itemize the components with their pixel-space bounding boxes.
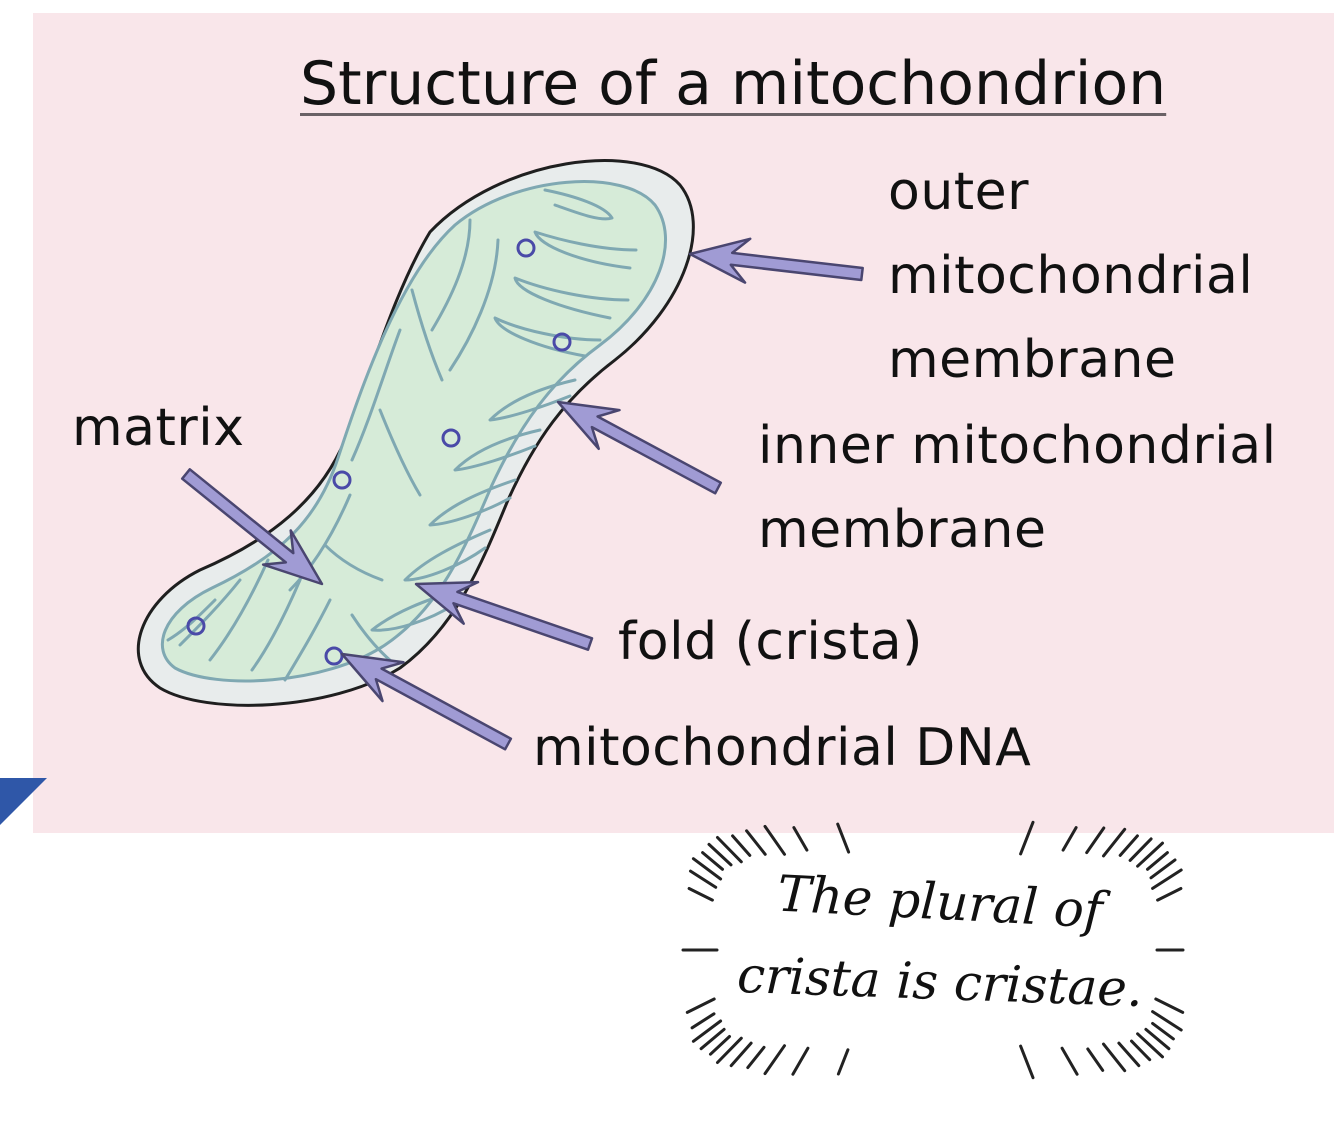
label-outer-membrane-line: membrane [888,330,1177,390]
note-border-tick [747,831,766,855]
arrow-inner-membrane [558,402,721,493]
note-border-tick [1021,822,1033,854]
note-border-tick [1021,1046,1033,1078]
note-border-tick [1158,889,1181,901]
note-border-tick [1063,828,1076,851]
label-outer-membrane-line: mitochondrial [888,246,1253,306]
diagram-title: Structure of a mitochondrion [300,48,1166,120]
note-border-tick [1088,1049,1103,1070]
note-border-tick [687,999,714,1012]
arrow-dna [342,654,511,749]
label-matrix: matrix [72,392,245,464]
label-fold-crista: fold (crista) [618,606,923,678]
note-border-tick [765,1046,785,1074]
note-border-tick [1120,836,1137,856]
note-border-tick [748,1047,764,1067]
label-mitochondrial-dna: mitochondrial DNA [533,712,1031,784]
note-border-tick [1087,828,1104,853]
note-border-tick [793,1048,808,1074]
label-outer-membrane-line: outer [888,162,1029,222]
blue-corner-shape [0,778,47,825]
label-outer-membrane: outer mitochondrial membrane [888,150,1253,402]
note-border-tick [838,824,849,852]
label-inner-membrane: inner mitochondrial membrane [758,404,1277,572]
label-inner-membrane-line: membrane [758,500,1047,560]
note-border-tick [1138,1034,1163,1057]
note-bubble: The plural of crista is cristae. [730,862,1150,1022]
note-border-tick [794,828,807,851]
note-border-tick [1156,999,1183,1012]
note-border-tick [765,826,785,854]
note-border-tick [689,889,712,901]
note-border-tick [838,1050,848,1074]
note-border-tick [692,1014,714,1028]
arrow-outer-membrane [690,239,863,283]
note-border-tick [1062,1048,1077,1074]
label-inner-membrane-line: inner mitochondrial [758,416,1277,476]
note-line-2: crista is cristae. [729,935,1152,1030]
